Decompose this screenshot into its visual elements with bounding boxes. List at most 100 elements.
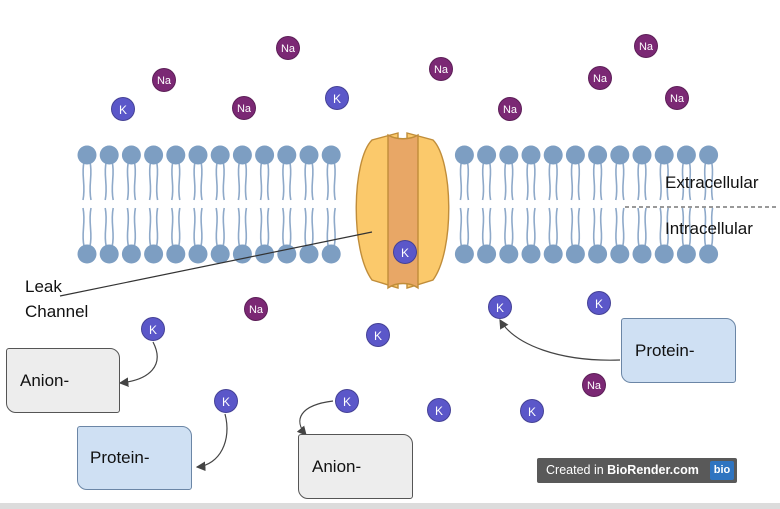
lipid-head: [299, 244, 319, 264]
connector-arrow: [499, 318, 621, 361]
lipid-head: [144, 244, 164, 264]
protein-label: Protein-: [90, 448, 150, 467]
lipid-tail: [504, 207, 507, 247]
leak-channel-label-line1: Leak: [25, 277, 62, 296]
anion-box: Anion-: [298, 434, 413, 499]
sodium-ion: Na: [588, 66, 612, 90]
lipid-tail: [659, 207, 662, 247]
lipid-tail: [244, 207, 248, 247]
lipid-tail: [555, 207, 558, 247]
lipid-tail: [637, 207, 640, 247]
lipid-tail: [178, 207, 181, 247]
lipid-tail: [592, 207, 596, 247]
lipid-tail: [111, 161, 114, 201]
lipid-tail: [710, 207, 714, 247]
lipid-head: [321, 244, 341, 264]
lipid-tail: [266, 207, 270, 247]
lipid-tail: [326, 207, 329, 247]
leak-channel-label-line2: Channel: [25, 302, 89, 321]
lipid-tail: [622, 207, 625, 247]
lipid-tail: [237, 161, 241, 201]
lipid-tail: [622, 161, 625, 201]
lipid-tail: [215, 207, 218, 247]
lipid-tail: [570, 161, 574, 201]
lipid-head: [543, 244, 563, 264]
lipid-tail: [126, 161, 130, 201]
lipid-tail: [266, 161, 270, 201]
potassium-ion: K: [393, 240, 417, 264]
anion-label: Anion-: [20, 370, 70, 390]
lipid-tail: [703, 207, 707, 247]
lipid-head: [121, 244, 141, 264]
lipid-head: [676, 244, 696, 264]
lipid-tail: [333, 161, 336, 201]
lipid-tail: [681, 161, 685, 201]
lipid-head: [232, 145, 252, 165]
sodium-ion: Na: [152, 68, 176, 92]
lipid-head: [499, 145, 519, 165]
potassium-ion: K: [427, 398, 451, 422]
biorender-credit-badge: Created in BioRender.com bio: [537, 458, 737, 483]
connector-arrow: [296, 400, 334, 436]
lipid-tail: [133, 161, 137, 201]
lipid-head: [699, 244, 719, 264]
potassium-ion: K: [488, 295, 512, 319]
lipid-head: [255, 145, 275, 165]
lipid-tail: [171, 207, 174, 247]
lipid-tail: [259, 161, 263, 201]
connector-arrow: [195, 413, 228, 472]
lipid-tail: [577, 207, 581, 247]
lipid-tail: [548, 207, 551, 247]
lipid-tail: [511, 207, 514, 247]
lipid-tail: [526, 161, 529, 201]
lipid-tail: [237, 207, 241, 247]
credit-text: Created in BioRender.com: [546, 463, 699, 477]
lipid-head: [77, 244, 97, 264]
lipid-head: [588, 244, 608, 264]
lipid-tail: [82, 161, 85, 201]
lipid-head: [210, 145, 230, 165]
lipid-tail: [282, 161, 285, 201]
lipid-head: [610, 145, 630, 165]
lipid-tail: [215, 161, 218, 201]
lipid-head: [144, 145, 164, 165]
lipid-tail: [666, 161, 669, 201]
sodium-ion: Na: [582, 373, 606, 397]
extracellular-label: Extracellular: [665, 173, 759, 192]
lipid-head: [188, 244, 208, 264]
lipid-tail: [488, 161, 492, 201]
protein-box: Protein-: [621, 318, 736, 383]
potassium-ion: K: [111, 97, 135, 121]
lipid-tail: [533, 207, 536, 247]
protein-label: Protein-: [635, 340, 695, 360]
lipid-head: [232, 244, 252, 264]
lipid-tail: [555, 161, 558, 201]
lipid-head: [166, 244, 186, 264]
bottom-edge: [0, 503, 780, 509]
lipid-tail: [171, 161, 174, 201]
lipid-head: [99, 244, 119, 264]
lipid-tail: [548, 161, 551, 201]
potassium-ion: K: [587, 291, 611, 315]
lipid-tail: [155, 161, 159, 201]
lipid-tail: [311, 161, 314, 201]
lipid-head: [632, 244, 652, 264]
lipid-tail: [688, 161, 692, 201]
lipid-tail: [89, 207, 92, 247]
lipid-tail: [481, 161, 485, 201]
biorender-logo: bio: [710, 461, 734, 480]
sodium-ion: Na: [498, 97, 522, 121]
lipid-head: [454, 145, 474, 165]
lipid-tail: [570, 207, 574, 247]
lipid-tail: [326, 161, 329, 201]
lipid-tail: [466, 207, 470, 247]
lipid-tail: [511, 161, 514, 201]
lipid-head: [521, 145, 541, 165]
protein-box: Protein-: [77, 426, 192, 490]
lipid-head: [477, 244, 497, 264]
lipid-head: [521, 244, 541, 264]
lipid-head: [299, 145, 319, 165]
lipid-tail: [200, 207, 203, 247]
lipid-tail: [688, 207, 692, 247]
sodium-ion: Na: [634, 34, 658, 58]
